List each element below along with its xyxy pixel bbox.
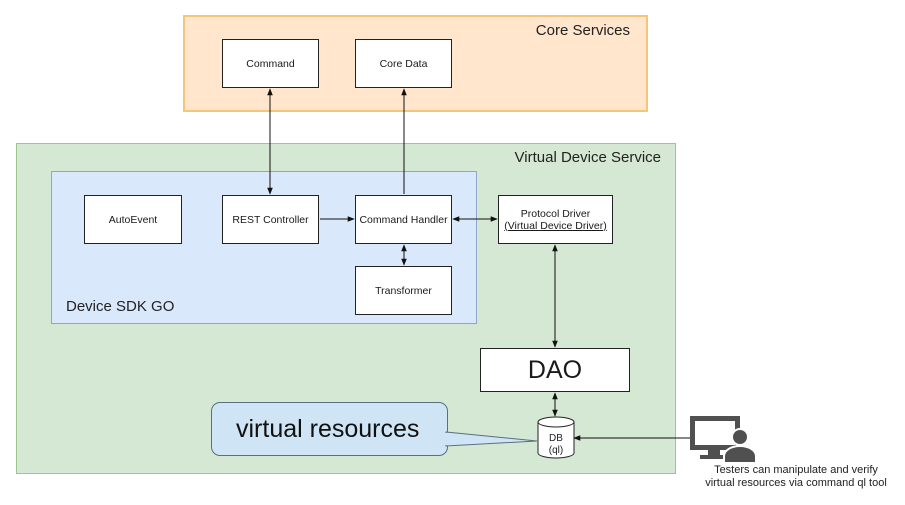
computer-user-icon (690, 416, 757, 464)
callout-pointer-joint (440, 433, 447, 445)
rest-controller-label: REST Controller (232, 213, 309, 226)
device-sdk-label: Device SDK GO (66, 298, 175, 315)
core-data-box[interactable]: Core Data (355, 39, 452, 88)
virtual-resources-callout: virtual resources (211, 402, 448, 456)
transformer-box[interactable]: Transformer (355, 266, 452, 315)
db-cylinder[interactable]: DB (ql) (537, 416, 575, 459)
command-handler-label: Command Handler (359, 213, 448, 226)
auto-event-box[interactable]: AutoEvent (84, 195, 182, 244)
callout-pointer (445, 431, 538, 447)
command-box[interactable]: Command (222, 39, 319, 88)
dao-box[interactable]: DAO (480, 348, 630, 392)
db-label-line2: (ql) (549, 445, 563, 456)
virtual-device-service-label: Virtual Device Service (514, 149, 661, 166)
command-label: Command (246, 57, 295, 70)
auto-event-label: AutoEvent (108, 213, 158, 226)
rest-controller-box[interactable]: REST Controller (222, 195, 319, 244)
tester-caption: Testers can manipulate and verify virtua… (686, 464, 905, 490)
tester-caption-line2: virtual resources via command ql tool (705, 477, 887, 489)
transformer-label: Transformer (375, 284, 432, 297)
virtual-resources-label: virtual resources (236, 414, 420, 443)
core-data-label: Core Data (379, 57, 428, 70)
protocol-driver-box[interactable]: Protocol Driver (Virtual Device Driver) (498, 195, 613, 244)
command-handler-box[interactable]: Command Handler (355, 195, 452, 244)
tester-caption-line1: Testers can manipulate and verify (714, 464, 878, 476)
db-label-line1: DB (549, 433, 563, 444)
protocol-driver-title: Protocol Driver (520, 207, 591, 220)
core-services-label: Core Services (535, 22, 630, 39)
protocol-driver-subtitle[interactable]: (Virtual Device Driver) (504, 219, 607, 232)
